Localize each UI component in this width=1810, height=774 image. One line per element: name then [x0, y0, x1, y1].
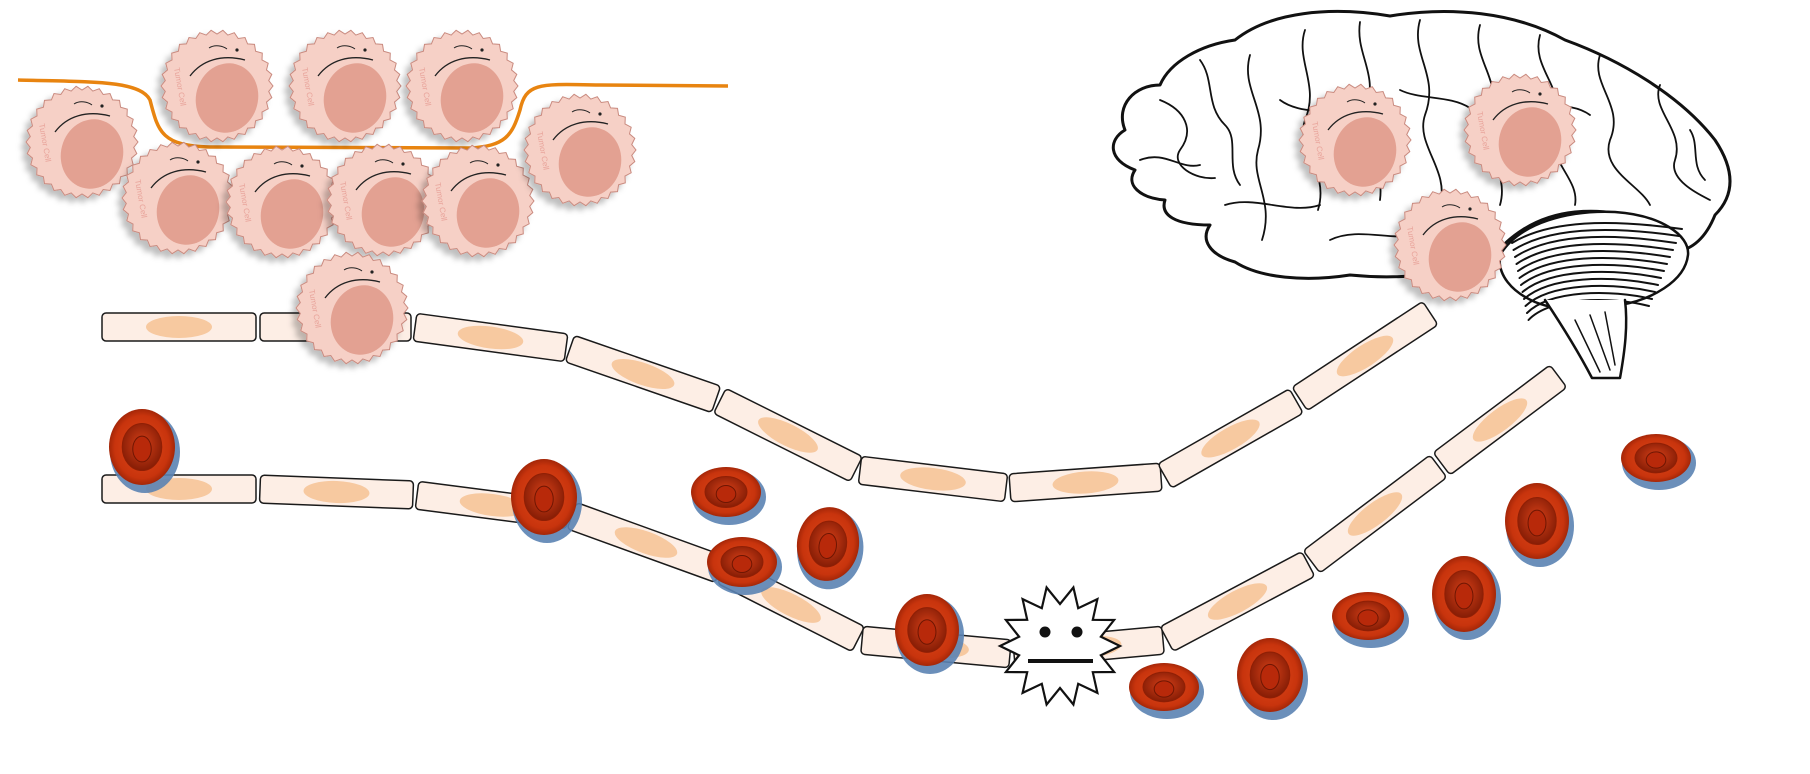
endothelial-cell-icon [1009, 463, 1162, 502]
tumor-cell-icon: Tumor Cell [226, 146, 338, 257]
red-blood-cell-icon [1129, 663, 1204, 719]
tumor-cell-icon: Tumor Cell [524, 94, 636, 205]
red-blood-cell-icon [1237, 638, 1308, 720]
red-blood-cell-icon [1332, 592, 1409, 648]
tumor-cell-icon: Tumor Cell [122, 142, 234, 253]
immune-cell [1000, 588, 1120, 705]
tumor-cell-icon: Tumor Cell [26, 86, 138, 197]
tumor-cell-icon: Tumor Cell [422, 145, 534, 256]
red-blood-cell-icon [511, 459, 582, 543]
red-blood-cell-icon [691, 467, 766, 525]
red-blood-cell-icon [895, 594, 964, 674]
neutral-face-cell-icon [1000, 588, 1120, 705]
tumor-cell-icon: Tumor Cell [161, 30, 273, 141]
endothelial-cell-icon [858, 456, 1007, 501]
red-blood-cell-icon [707, 537, 782, 595]
endothelial-cell-icon [714, 388, 863, 481]
tumor-cell-icon: Tumor Cell [289, 30, 401, 141]
red-blood-cell-icon [1505, 483, 1574, 567]
endothelial-cell-icon [1158, 389, 1303, 488]
endothelial-cell-icon [1303, 455, 1447, 573]
right-eye [1072, 627, 1083, 638]
endothelial-cell-icon [102, 313, 256, 341]
endothelial-cell-icon [1292, 301, 1438, 410]
red-blood-cell-icon [1432, 556, 1501, 640]
endothelial-cell-icon [413, 313, 568, 361]
red-blood-cell-icon [1621, 434, 1696, 490]
endothelial-cell-icon [1433, 365, 1567, 475]
red-blood-cell-icon [791, 503, 869, 594]
endothelial-cell-icon [565, 335, 720, 412]
tumor-cell-icon: Tumor Cell [406, 30, 518, 141]
brain-stem [1545, 300, 1626, 378]
endothelial-cell-icon [1160, 552, 1315, 652]
left-eye [1040, 627, 1051, 638]
endothelial-cell-icon [259, 475, 413, 509]
tumor-cell-icon: Tumor Cell [296, 252, 408, 363]
